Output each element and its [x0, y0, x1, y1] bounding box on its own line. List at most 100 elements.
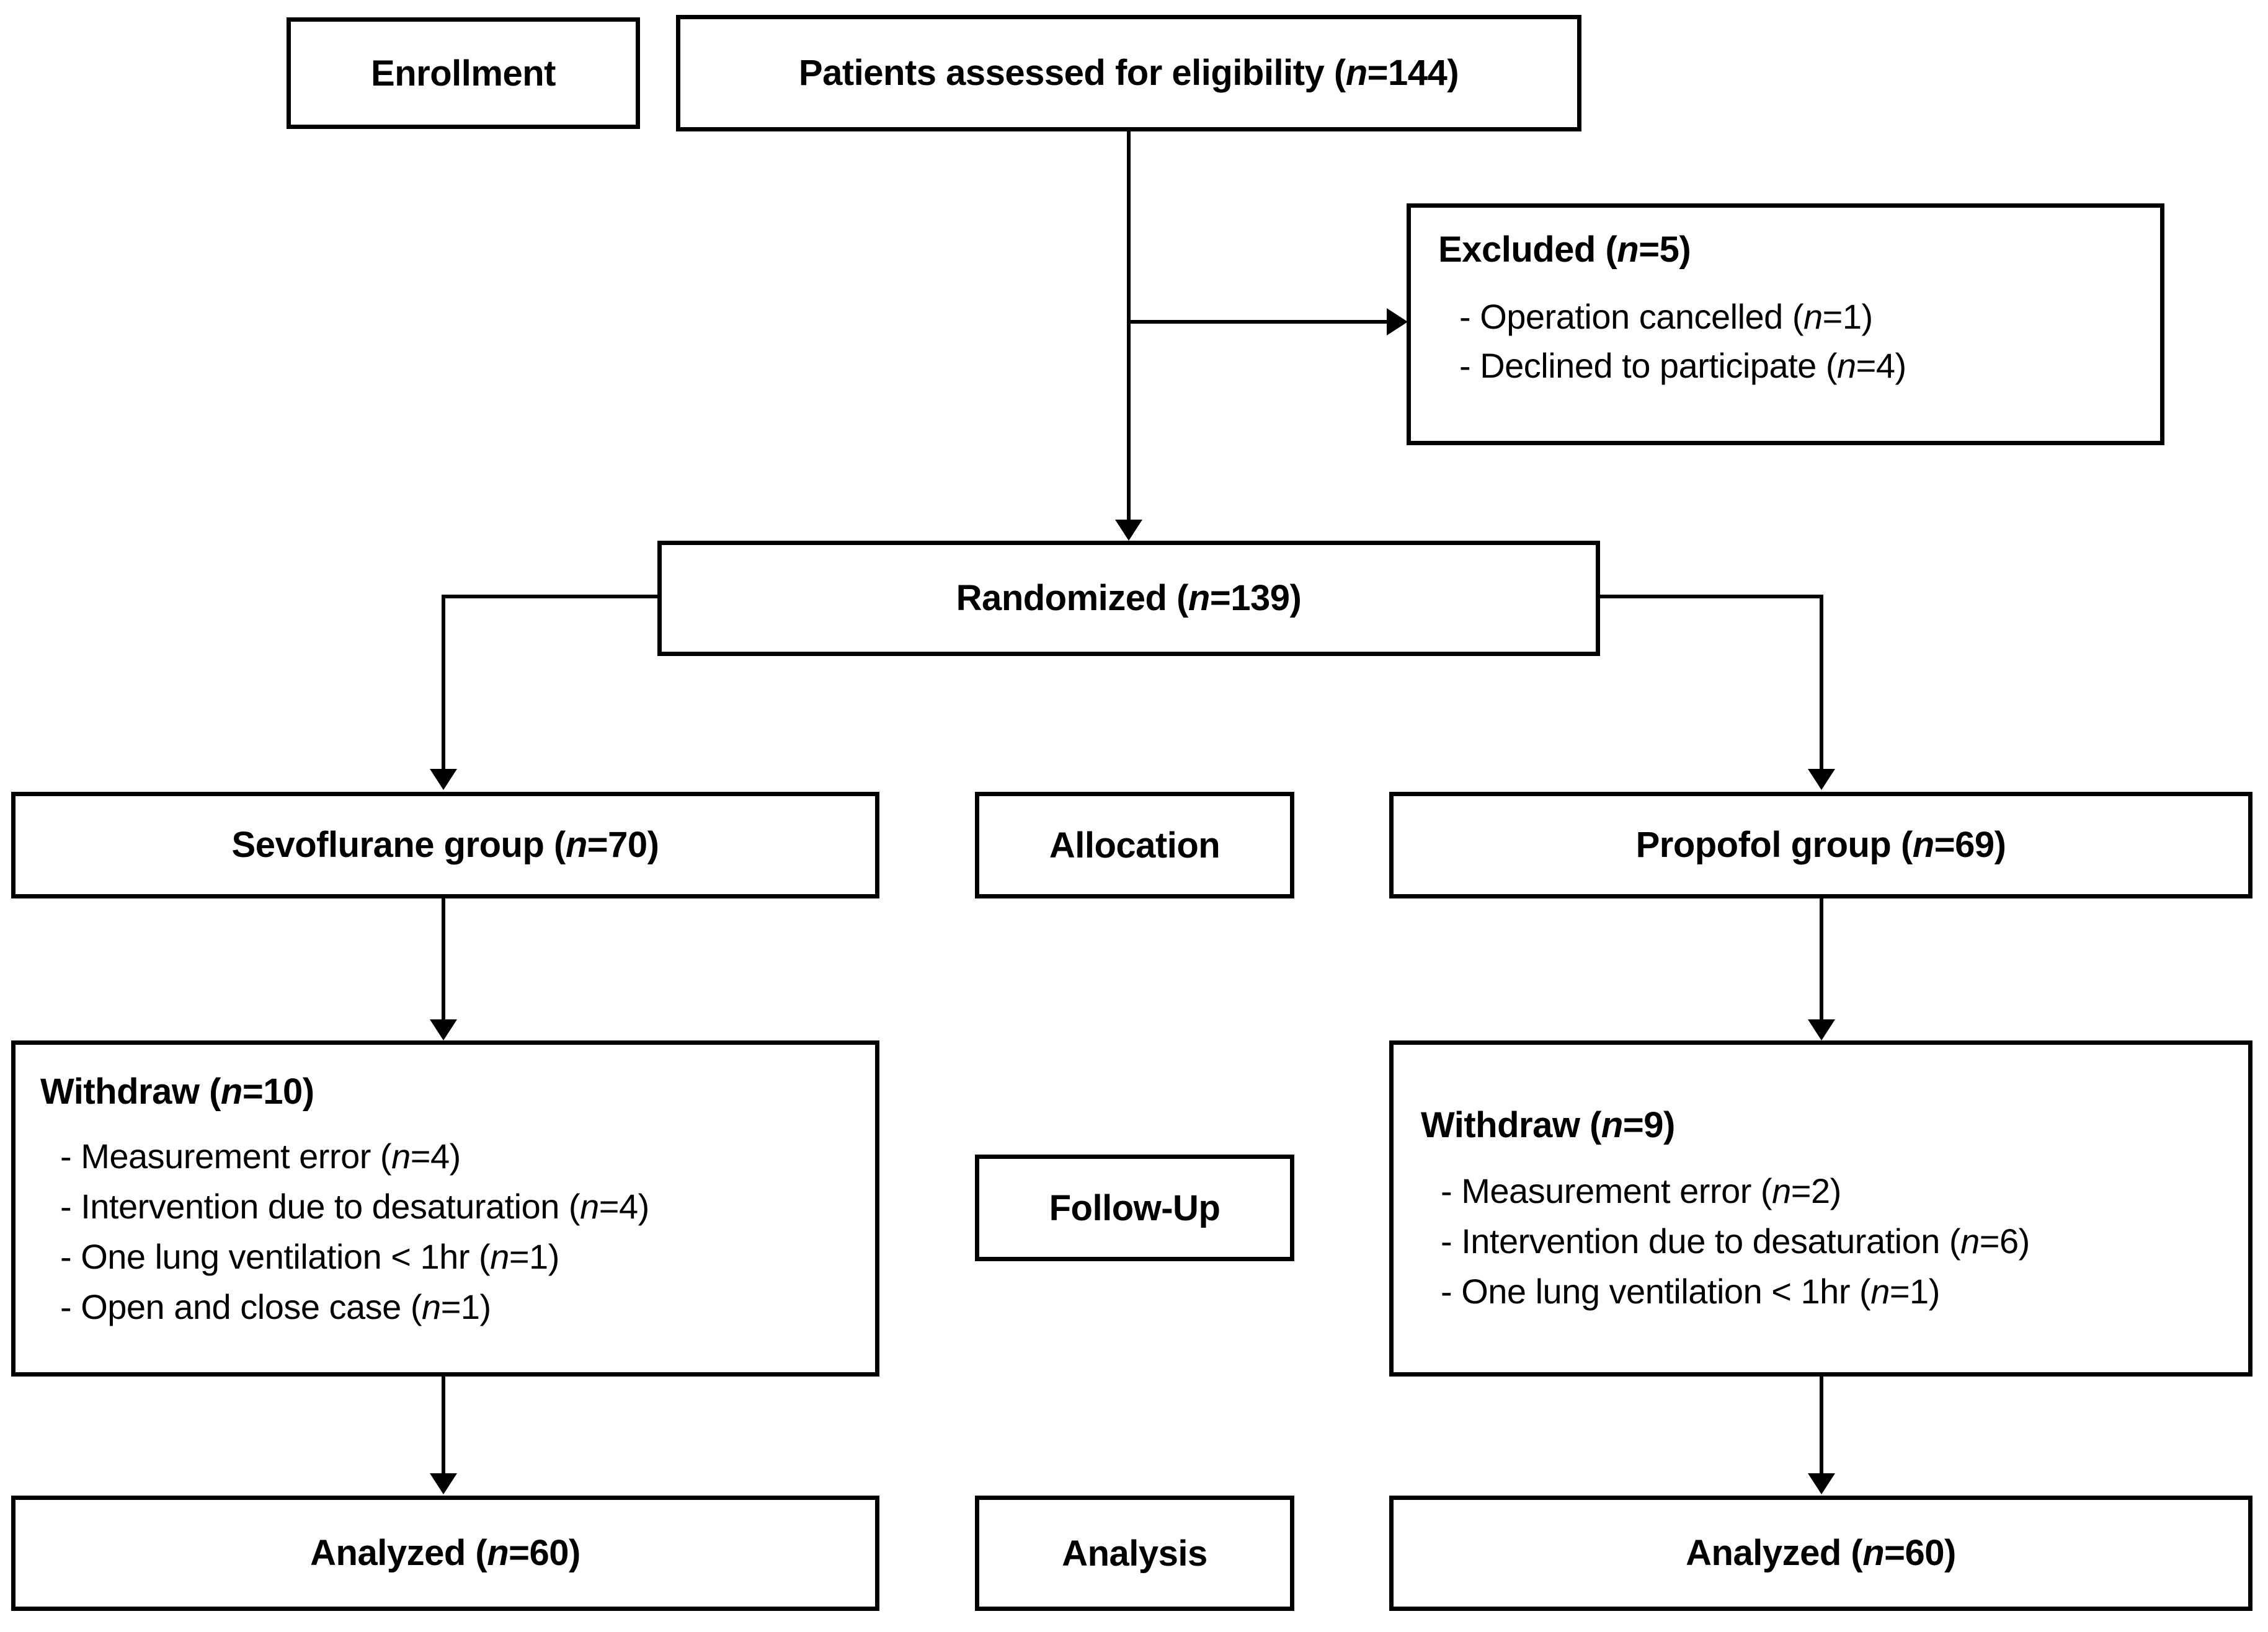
arrowhead-assessed-to-randomized: [1115, 520, 1142, 541]
node-randomized-text: Randomized (n=139): [956, 579, 1302, 618]
node-withdraw-propofol: Withdraw (n=9) - Measurement error (n=2)…: [1389, 1040, 2252, 1377]
excluded-item-0-italic-n: n: [1803, 297, 1823, 336]
list-item: - Declined to participate (n=4): [1459, 345, 1906, 386]
withdraw-left-item-0-prefix: - Measurement error (: [60, 1137, 392, 1176]
withdraw-right-item-1-suffix: =6): [1979, 1222, 2030, 1261]
withdraw-right-title-italic-n: n: [1601, 1105, 1623, 1145]
withdraw-left-item-3-suffix: =1): [440, 1287, 492, 1326]
withdraw-right-item-2-suffix: =1): [1889, 1272, 1941, 1311]
withdraw-left-title-prefix: Withdraw (: [40, 1071, 221, 1112]
list-item: - Open and close case (n=1): [60, 1287, 649, 1327]
sevoflurane-italic-n: n: [565, 825, 587, 866]
withdraw-right-title-suffix: =9): [1622, 1105, 1675, 1145]
connector-randomized-left-horizontal: [442, 595, 660, 598]
withdraw-right-item-0-suffix: =2): [1790, 1171, 1842, 1210]
withdraw-left-item-0-italic-n: n: [391, 1137, 411, 1176]
node-analyzed-propofol: Analyzed (n=60): [1389, 1496, 2252, 1611]
withdraw-right-item-0-prefix: - Measurement error (: [1441, 1171, 1772, 1210]
excluded-item-1-prefix: - Declined to participate (: [1459, 346, 1838, 385]
connector-assessed-to-excluded: [1127, 320, 1400, 324]
withdraw-left-item-3-prefix: - Open and close case (: [60, 1287, 422, 1326]
node-withdraw-sevoflurane: Withdraw (n=10) - Measurement error (n=4…: [11, 1040, 879, 1377]
connector-randomized-right-horizontal: [1598, 595, 1823, 598]
connector-assessed-to-randomized: [1127, 131, 1131, 528]
assessed-italic-n: n: [1345, 53, 1367, 94]
arrowhead-withdraw-propofol-to-analyzed: [1808, 1473, 1835, 1494]
withdraw-left-item-3-italic-n: n: [422, 1287, 441, 1326]
node-excluded-title: Excluded (n=5): [1438, 229, 1691, 270]
stage-label-enrollment: Enrollment: [287, 17, 640, 129]
stage-label-follow-up: Follow-Up: [975, 1155, 1294, 1261]
analyzed-right-suffix: =60): [1884, 1533, 1956, 1574]
node-sevoflurane-group-text: Sevoflurane group (n=70): [232, 825, 659, 865]
node-excluded: Excluded (n=5) - Operation cancelled (n=…: [1407, 203, 2164, 445]
withdraw-right-title-prefix: Withdraw (: [1421, 1105, 1601, 1145]
node-sevoflurane-group: Sevoflurane group (n=70): [11, 792, 879, 898]
withdraw-left-item-0-suffix: =4): [410, 1137, 461, 1176]
randomized-suffix: =139): [1209, 578, 1302, 619]
assessed-suffix: =144): [1367, 53, 1459, 94]
connector-sevoflurane-to-withdraw: [442, 898, 445, 1020]
analyzed-right-prefix: Analyzed (: [1686, 1533, 1863, 1574]
arrowhead-randomized-to-sevoflurane: [430, 769, 457, 790]
node-assessed-for-eligibility-text: Patients assessed for eligibility (n=144…: [799, 53, 1459, 93]
withdraw-left-title-suffix: =10): [242, 1071, 314, 1112]
analyzed-right-italic-n: n: [1862, 1533, 1885, 1574]
withdraw-left-item-2-suffix: =1): [509, 1237, 560, 1276]
list-item: - Intervention due to desaturation (n=6): [1441, 1221, 2030, 1261]
assessed-prefix: Patients assessed for eligibility (: [798, 53, 1346, 94]
stage-label-allocation-text: Allocation: [1049, 825, 1221, 866]
withdraw-left-item-1-italic-n: n: [580, 1187, 599, 1226]
excluded-item-0-prefix: - Operation cancelled (: [1459, 297, 1804, 336]
randomized-prefix: Randomized (: [956, 578, 1189, 619]
arrowhead-withdraw-sevoflurane-to-analyzed: [430, 1473, 457, 1494]
node-excluded-reason-list: - Operation cancelled (n=1) - Declined t…: [1459, 296, 1906, 386]
list-item: - Measurement error (n=2): [1441, 1171, 2030, 1211]
arrowhead-propofol-to-withdraw: [1808, 1019, 1835, 1040]
node-propofol-group-text: Propofol group (n=69): [1636, 825, 2006, 865]
arrowhead-assessed-to-excluded: [1387, 308, 1408, 335]
excluded-item-1-italic-n: n: [1837, 346, 1856, 385]
list-item: - Intervention due to desaturation (n=4): [60, 1186, 649, 1226]
node-analyzed-propofol-text: Analyzed (n=60): [1686, 1533, 1956, 1573]
node-analyzed-sevoflurane-text: Analyzed (n=60): [310, 1533, 580, 1573]
list-item: - Operation cancelled (n=1): [1459, 296, 1906, 337]
withdraw-left-item-1-prefix: - Intervention due to desaturation (: [60, 1187, 580, 1226]
list-item: - One lung ventilation < 1hr (n=1): [1441, 1271, 2030, 1311]
withdraw-right-item-2-prefix: - One lung ventilation < 1hr (: [1441, 1272, 1871, 1311]
propofol-suffix: =69): [1934, 825, 2006, 866]
excluded-item-1-suffix: =4): [1856, 346, 1907, 385]
node-withdraw-sevoflurane-title: Withdraw (n=10): [40, 1071, 314, 1112]
stage-label-allocation: Allocation: [975, 792, 1294, 898]
analyzed-left-suffix: =60): [509, 1533, 580, 1574]
withdraw-right-item-1-italic-n: n: [1960, 1222, 1980, 1261]
node-withdraw-sevoflurane-reason-list: - Measurement error (n=4) - Intervention…: [60, 1136, 649, 1327]
withdraw-right-item-2-italic-n: n: [1870, 1272, 1890, 1311]
withdraw-right-item-0-italic-n: n: [1772, 1171, 1791, 1210]
arrowhead-sevoflurane-to-withdraw: [430, 1019, 457, 1040]
excluded-title-prefix: Excluded (: [1438, 229, 1617, 270]
stage-label-enrollment-text: Enrollment: [371, 53, 556, 94]
withdraw-left-item-1-suffix: =4): [598, 1187, 650, 1226]
node-withdraw-propofol-reason-list: - Measurement error (n=2) - Intervention…: [1441, 1171, 2030, 1311]
node-assessed-for-eligibility: Patients assessed for eligibility (n=144…: [676, 15, 1581, 131]
withdraw-left-title-italic-n: n: [220, 1071, 242, 1112]
connector-withdraw-sevoflurane-to-analyzed: [442, 1377, 445, 1476]
connector-propofol-to-withdraw: [1820, 898, 1823, 1020]
connector-randomized-to-propofol: [1820, 595, 1823, 771]
stage-label-analysis: Analysis: [975, 1496, 1294, 1611]
excluded-title-italic-n: n: [1617, 229, 1639, 270]
stage-label-analysis-text: Analysis: [1062, 1533, 1207, 1574]
withdraw-right-item-1-prefix: - Intervention due to desaturation (: [1441, 1222, 1961, 1261]
propofol-italic-n: n: [1912, 825, 1934, 866]
analyzed-left-prefix: Analyzed (: [310, 1533, 487, 1574]
node-analyzed-sevoflurane: Analyzed (n=60): [11, 1496, 879, 1611]
withdraw-left-item-2-italic-n: n: [490, 1237, 509, 1276]
excluded-item-0-suffix: =1): [1822, 297, 1874, 336]
list-item: - One lung ventilation < 1hr (n=1): [60, 1236, 649, 1277]
connector-randomized-to-sevoflurane: [442, 595, 445, 771]
sevoflurane-prefix: Sevoflurane group (: [231, 825, 566, 866]
randomized-italic-n: n: [1188, 578, 1210, 619]
withdraw-left-item-2-prefix: - One lung ventilation < 1hr (: [60, 1237, 491, 1276]
